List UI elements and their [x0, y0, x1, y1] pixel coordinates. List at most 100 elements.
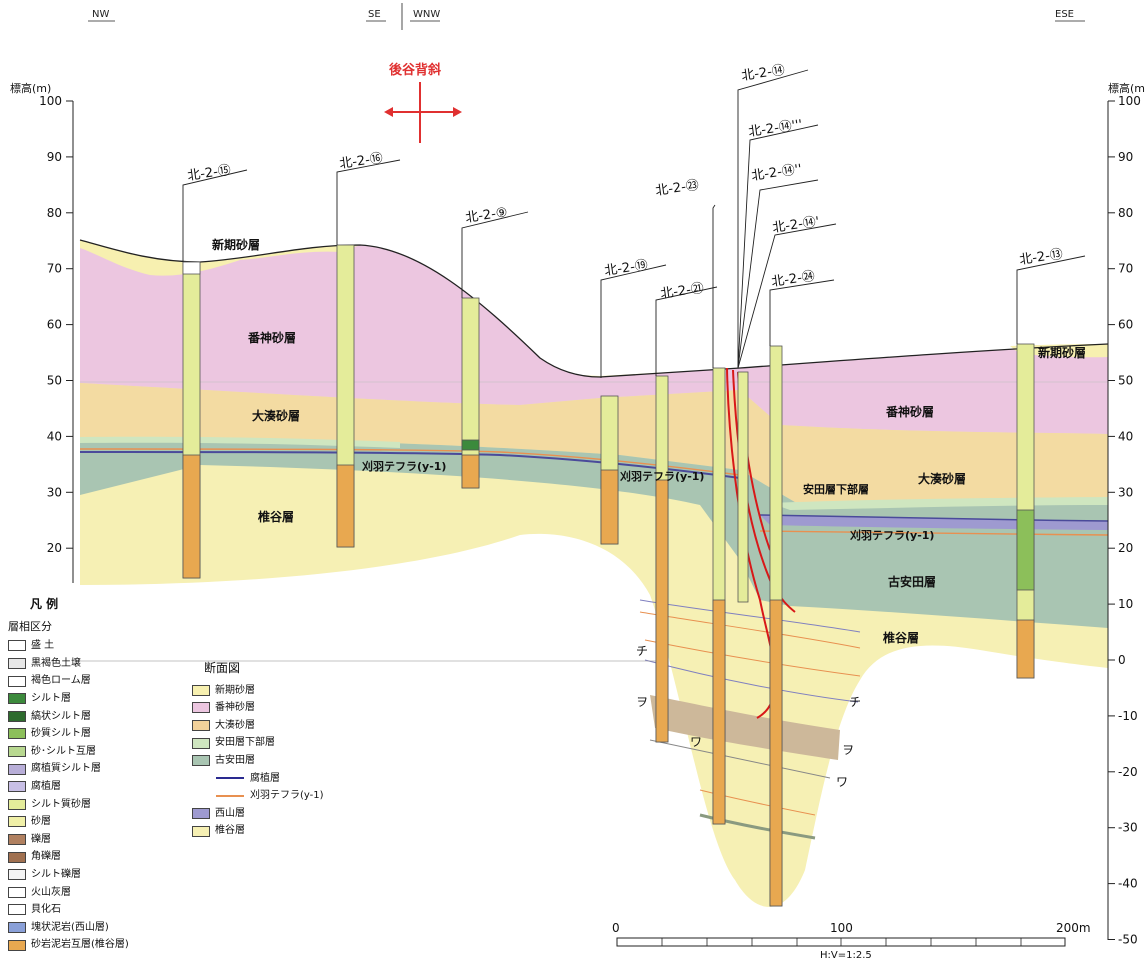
legend-label: シルト質砂層 [31, 798, 91, 810]
axis-tick-label: 90 [1118, 150, 1133, 164]
scale-tick-200: 200m [1056, 921, 1091, 935]
legend-label: 貝化石 [31, 904, 61, 916]
legend-label: 西山層 [215, 807, 245, 819]
borehole-label: 北-2-⑯ [338, 151, 383, 172]
label-ominato-right: 大湊砂層 [918, 471, 966, 486]
legend-swatch [8, 798, 26, 810]
legend-swatch [8, 816, 26, 828]
axis-tick-label: 10 [1118, 597, 1133, 611]
anticline-symbol: 後谷背斜 [384, 62, 462, 143]
borehole-label: 北-2-⑲ [603, 258, 648, 279]
legend-item: 古安田層 [192, 752, 324, 770]
axis-tick-label: 0 [1118, 653, 1126, 667]
label-kariwa-left: 刈羽テフラ(y-1) [362, 459, 446, 473]
borehole-columns [182, 244, 1035, 907]
legend-swatch [192, 755, 210, 767]
legend-item: 角礫層 [8, 848, 129, 866]
legend-swatch [192, 702, 210, 714]
legend-item: 新期砂層 [192, 682, 324, 700]
label-old-yasuda: 古安田層 [888, 574, 936, 589]
legend-label: 腐植質シルト層 [31, 763, 101, 775]
label-shiiya-left: 椎谷層 [257, 509, 294, 524]
axis-tick-label: 40 [47, 429, 62, 443]
legend-swatch [8, 658, 26, 670]
legend-item: シルト層 [8, 690, 129, 708]
legend-label: 椎谷層 [215, 825, 245, 837]
axis-tick-label: -30 [1118, 821, 1138, 835]
legend-item: 大湊砂層 [192, 717, 324, 735]
axis-tick-label: 70 [1118, 262, 1133, 276]
legend-swatch [8, 746, 26, 758]
axis-tick-label: -40 [1118, 877, 1138, 891]
legend-label: 角礫層 [31, 851, 61, 863]
legend-swatch [8, 869, 26, 881]
legend-swatch [192, 720, 210, 732]
axis-tick-label: 30 [1118, 485, 1133, 499]
borehole-label: 北-2-⑭''' [747, 118, 803, 140]
legend-swatch [8, 939, 26, 951]
borehole-label: 北-2-㉑ [659, 281, 704, 302]
legend-item: 番神砂層 [192, 699, 324, 717]
legend-label: シルト層 [31, 692, 71, 704]
axis-title-left: 標高(m) [10, 81, 51, 95]
legend-label: 大湊砂層 [215, 719, 255, 731]
legend-swatch [8, 904, 26, 916]
legend-item: シルト質砂層 [8, 796, 129, 814]
legend-item: 盛 土 [8, 637, 129, 655]
legend-label: 砂層 [31, 816, 51, 828]
legend-item: シルト礫層 [8, 866, 129, 884]
legend-swatch [192, 825, 210, 837]
borehole-leaders [182, 69, 1086, 378]
scale-ratio: H:V=1:2.5 [820, 950, 872, 961]
legend-label: 腐植層 [31, 780, 61, 792]
legend-item: 椎谷層 [192, 822, 324, 840]
legend-item: 刈羽テフラ(y-1) [216, 787, 324, 805]
label-kariwa-mid: 刈羽テフラ(y-1) [620, 469, 704, 483]
legend-label: 古安田層 [215, 754, 255, 766]
legend-swatch [192, 737, 210, 749]
borehole-label: 北-2-⑮ [186, 163, 231, 184]
legend-swatch [8, 921, 26, 933]
axis-tick-label: 50 [47, 374, 62, 388]
direction-ese: ESE [1055, 9, 1074, 20]
legend-item: 縞状シルト層 [8, 708, 129, 726]
label-kariwa-right: 刈羽テフラ(y-1) [850, 528, 934, 542]
axis-tick-label: -20 [1118, 765, 1138, 779]
legend-label: 新期砂層 [215, 684, 255, 696]
legend-item: 西山層 [192, 805, 324, 823]
legend-swatch [8, 728, 26, 740]
legend-item: 砂質シルト層 [8, 725, 129, 743]
label-yasuda-lower: 安田層下部層 [803, 482, 869, 496]
borehole-label: 北-2-㉓ [654, 178, 699, 199]
legend-swatch [8, 710, 26, 722]
legend-label: 番神砂層 [215, 702, 255, 714]
direction-nw: NW [92, 9, 109, 20]
legend-swatch [8, 640, 26, 652]
legend-section-title: 断面図 [204, 661, 241, 675]
right-axis: 標高(m 1009080706050403020100-10-20-30-40-… [1107, 81, 1145, 947]
legend-item: 砂･シルト互層 [8, 743, 129, 761]
axis-tick-label: 20 [1118, 541, 1133, 555]
axis-tick-label: 20 [47, 541, 62, 555]
label-shiiya-right: 椎谷層 [882, 630, 919, 645]
legend-label: シルト礫層 [31, 868, 81, 880]
legend-section: 断面図 新期砂層番神砂層大湊砂層安田層下部層古安田層 腐植層刈羽テフラ(y-1)… [192, 660, 324, 840]
layer-old-yasuda [80, 437, 1108, 628]
layer-valley-band [650, 695, 840, 760]
legend-swatch [8, 834, 26, 846]
legend-label: 砂質シルト層 [31, 728, 91, 740]
scale-tick-100: 100 [830, 921, 853, 935]
legend-swatch [216, 777, 244, 780]
axis-tick-label: 100 [39, 94, 62, 108]
label-shinki-left: 新期砂層 [212, 237, 260, 252]
legend-label: 刈羽テフラ(y-1) [250, 790, 324, 802]
scale-bar: 0 100 200m H:V=1:2.5 [612, 921, 1091, 961]
legend-swatch [8, 781, 26, 793]
legend-label: 褐色ローム層 [31, 675, 91, 687]
marker-chi-left: チ [636, 644, 648, 658]
legend-swatch [192, 808, 210, 820]
borehole-label: 北-2-㉔ [770, 269, 815, 290]
legend-swatch [8, 886, 26, 898]
legend-item: 砂岩泥岩互層(椎谷層) [8, 936, 129, 954]
